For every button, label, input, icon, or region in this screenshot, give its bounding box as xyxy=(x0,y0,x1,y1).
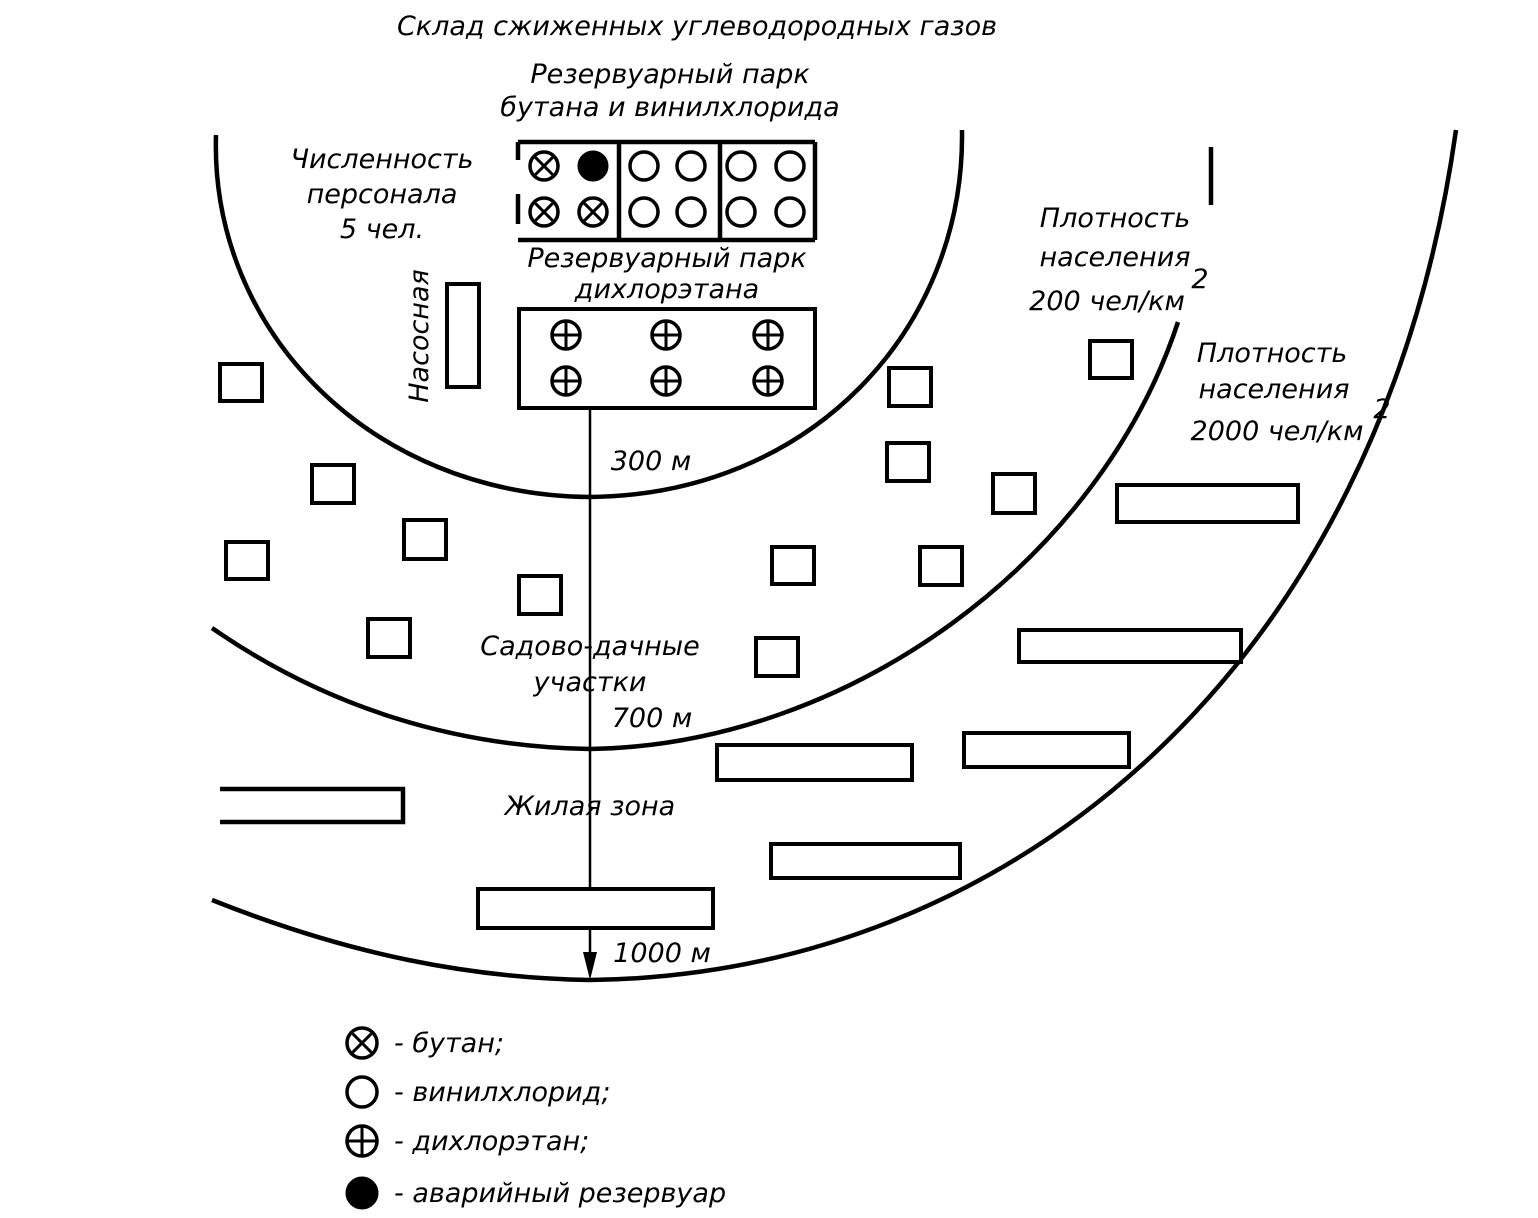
density-2000-value: 2000 чел/км xyxy=(1191,416,1364,447)
vinyl-chloride-tank-icon xyxy=(725,196,757,228)
density-2000-label-1: Плотность xyxy=(1197,338,1347,369)
residential-building xyxy=(769,842,962,880)
distance-300-label: 300 м xyxy=(611,446,692,477)
staff-label-1: Численность xyxy=(290,144,473,175)
zone-boundary-700m xyxy=(210,321,1181,752)
park-dichloroethane-label-1: Резервуарный парк xyxy=(527,243,807,274)
density-2000-sup: 2 xyxy=(1373,394,1390,425)
tank-park-butane-vinyl xyxy=(515,139,818,243)
garden-plot xyxy=(770,545,816,586)
garden-zone-label-2: участки xyxy=(533,667,647,698)
legend: - бутан; - винилхлорид; - дихлорэтан; - … xyxy=(345,1026,726,1210)
garden-plot xyxy=(218,362,264,403)
diagram-title: Склад сжиженных углеводородных газов xyxy=(397,11,997,42)
garden-plot xyxy=(1088,339,1134,380)
legend-label-butane: - бутан; xyxy=(394,1028,504,1059)
residential-zone-label: Жилая зона xyxy=(503,791,675,822)
garden-plot xyxy=(517,574,563,616)
residential-building xyxy=(220,786,406,825)
emergency-tank-icon xyxy=(345,1176,379,1210)
legend-label-dichloroethane: - дихлорэтан; xyxy=(394,1126,589,1157)
park-butane-vinyl-label-1: Резервуарный парк xyxy=(530,59,810,90)
garden-plot xyxy=(885,441,931,483)
legend-label-emergency-tank: - аварийный резервуар xyxy=(394,1178,726,1209)
garden-plot xyxy=(366,617,412,659)
staff-count: 5 чел. xyxy=(340,214,424,245)
butane-tank-icon xyxy=(345,1026,379,1060)
dichloroethane-tank-icon xyxy=(752,365,784,397)
residential-building xyxy=(1115,483,1300,524)
emergency-tank-icon xyxy=(577,150,609,182)
zone-boundary-1000m xyxy=(211,129,1459,983)
vinyl-chloride-tank-icon xyxy=(628,196,660,228)
garden-plots xyxy=(218,339,1134,678)
vinyl-chloride-tank-icon xyxy=(345,1075,379,1109)
pump-station-label: Насосная xyxy=(404,269,435,403)
vinyl-chloride-tank-icon xyxy=(675,150,707,182)
dichloroethane-tank-icon xyxy=(650,319,682,351)
distance-1000-label: 1000 м xyxy=(613,938,711,969)
vinyl-chloride-tank-icon xyxy=(675,196,707,228)
butane-tank-icon xyxy=(528,196,560,228)
distance-arrow-icon xyxy=(583,952,597,980)
density-200-label-1: Плотность xyxy=(1040,203,1190,234)
dichloroethane-tank-icon xyxy=(752,319,784,351)
vinyl-chloride-tank-icon xyxy=(774,196,806,228)
garden-plot xyxy=(402,518,448,561)
density-200-value: 200 чел/км xyxy=(1029,286,1185,317)
vinyl-chloride-tank-icon xyxy=(725,150,757,182)
density-2000-label-2: населения xyxy=(1199,374,1350,405)
residential-building xyxy=(962,731,1131,769)
dichloroethane-tank-icon xyxy=(345,1124,379,1158)
dichloroethane-tank-icon xyxy=(550,365,582,397)
legend-label-vinyl-chloride: - винилхлорид; xyxy=(394,1077,610,1108)
butane-tank-icon xyxy=(528,150,560,182)
residential-buildings xyxy=(220,483,1300,930)
garden-plot xyxy=(310,463,356,505)
residential-building xyxy=(476,887,715,930)
garden-plot xyxy=(918,545,964,587)
butane-tank-icon xyxy=(577,196,609,228)
dichloroethane-tank-icon xyxy=(650,365,682,397)
pump-station xyxy=(445,282,481,389)
garden-plot xyxy=(224,540,270,581)
density-200-label-2: населения xyxy=(1040,242,1191,273)
garden-plot xyxy=(887,366,933,408)
tank-park-dichloroethane xyxy=(517,307,817,410)
residential-building xyxy=(715,743,914,782)
residential-building xyxy=(1017,628,1243,664)
vinyl-chloride-tank-icon xyxy=(774,150,806,182)
dichloroethane-tank-icon xyxy=(550,319,582,351)
park-dichloroethane-label-2: дихлорэтана xyxy=(574,274,759,305)
garden-plot xyxy=(991,472,1037,515)
vinyl-chloride-tank-icon xyxy=(628,150,660,182)
park-butane-vinyl-label-2: бутана и винилхлорида xyxy=(500,92,839,123)
density-200-sup: 2 xyxy=(1191,264,1208,295)
garden-zone-label-1: Садово-дачные xyxy=(480,631,700,662)
staff-label-2: персонала xyxy=(307,179,458,210)
garden-plot xyxy=(754,636,800,678)
distance-700-label: 700 м xyxy=(612,703,693,734)
